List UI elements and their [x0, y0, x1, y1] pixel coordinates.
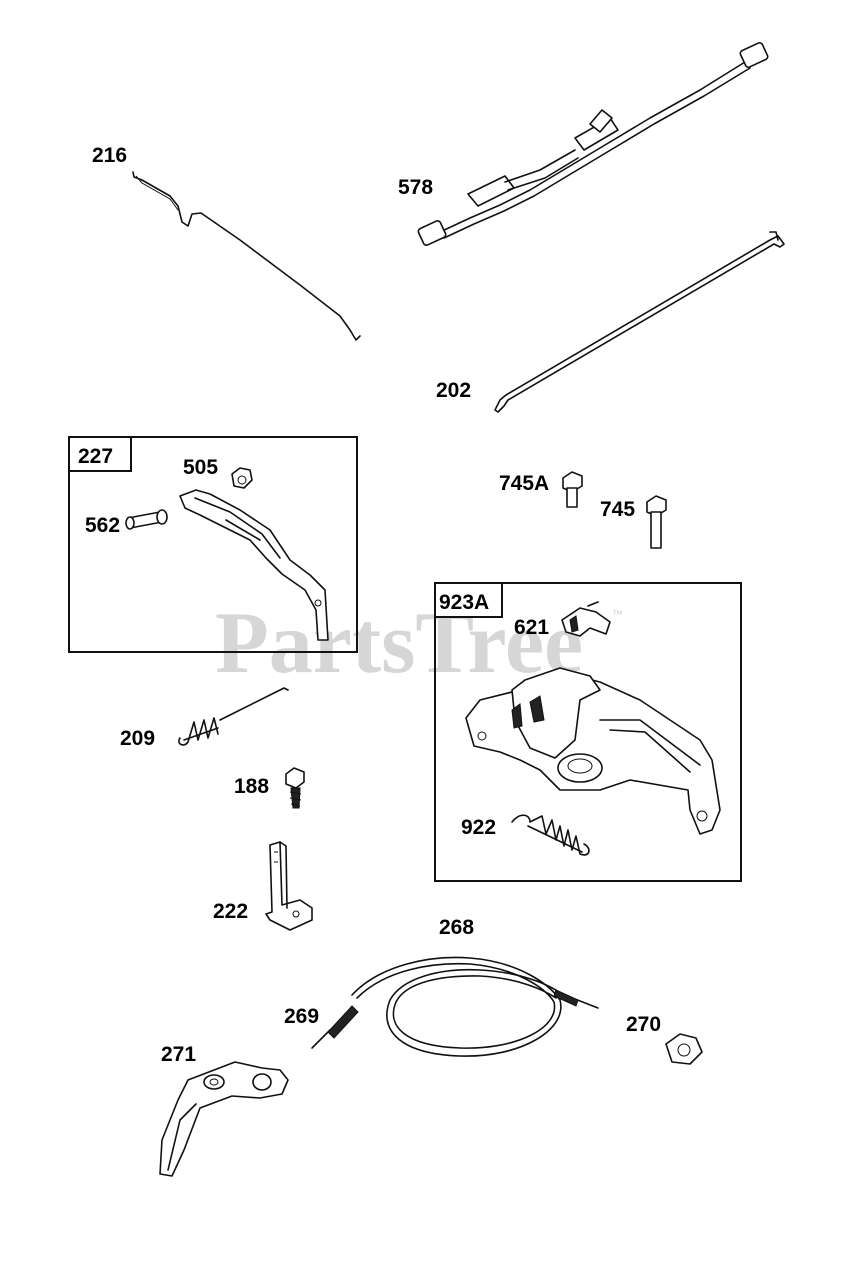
part-268-cable[interactable]: [351, 956, 599, 1057]
part-202-rod[interactable]: [494, 231, 785, 413]
part-923A-control-bracket[interactable]: [465, 667, 721, 835]
watermark-trademark: ™: [612, 609, 623, 621]
part-745-bolt[interactable]: [646, 495, 667, 549]
part-621-clip[interactable]: [561, 601, 611, 637]
part-188-screw[interactable]: [285, 767, 305, 809]
watermark-text: PartsTree: [215, 595, 583, 692]
callout-922: 922: [461, 816, 496, 839]
callout-505: 505: [183, 456, 218, 479]
kit-227-box: [68, 436, 358, 653]
part-578-wire-harness[interactable]: [417, 41, 769, 247]
callout-270: 270: [626, 1013, 661, 1036]
watermark: PartsTree ™: [215, 595, 623, 692]
callout-621: 621: [514, 616, 549, 639]
part-922-spring[interactable]: [511, 814, 590, 856]
part-222-bracket[interactable]: [265, 841, 313, 931]
part-271-throttle-lever[interactable]: [159, 1061, 289, 1177]
part-562-pin[interactable]: [125, 509, 168, 530]
callout-268: 268: [439, 916, 474, 939]
callout-269: 269: [284, 1005, 319, 1028]
callout-578: 578: [398, 176, 433, 199]
part-216-governor-link[interactable]: [132, 171, 361, 341]
callout-923A: 923A: [439, 591, 489, 614]
callout-745: 745: [600, 498, 635, 521]
part-269-cable-end[interactable]: [311, 1005, 359, 1049]
callout-271: 271: [161, 1043, 196, 1066]
part-209-spring[interactable]: [178, 687, 289, 746]
callout-216: 216: [92, 144, 127, 167]
callout-562: 562: [85, 514, 120, 537]
callout-227: 227: [78, 445, 113, 468]
callout-745A: 745A: [499, 472, 549, 495]
part-227-lever[interactable]: [179, 489, 329, 641]
part-270-nut[interactable]: [665, 1033, 703, 1065]
kit-923A-box: [434, 582, 742, 882]
part-505-nut[interactable]: [231, 467, 253, 489]
callout-209: 209: [120, 727, 155, 750]
callout-202: 202: [436, 379, 471, 402]
callout-222: 222: [213, 900, 248, 923]
part-745A-bolt[interactable]: [562, 471, 583, 508]
callout-188: 188: [234, 775, 269, 798]
